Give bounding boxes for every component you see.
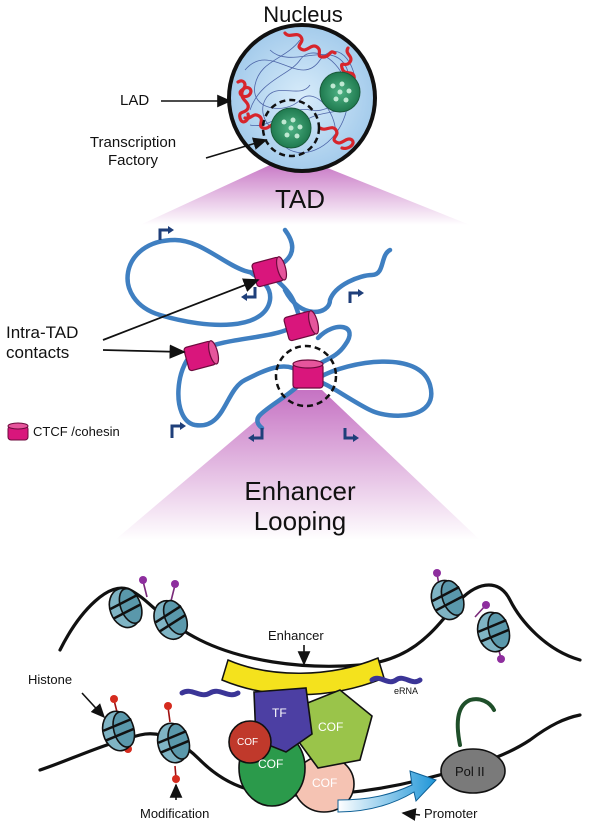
promoter-label-arrow: [401, 808, 421, 821]
looping-title: Enhancer Looping: [220, 476, 380, 536]
intra-tad-arrow-2: [102, 344, 186, 359]
looping-title-line2: Looping: [253, 506, 347, 536]
nucleus: [227, 23, 377, 173]
ctcf-cohesin-icon: [7, 422, 29, 441]
intra-tad-label-line2: contacts: [6, 343, 70, 362]
factory-arrow: [205, 137, 268, 159]
transcription-factory-upper: [319, 71, 361, 113]
intra-tad-label: Intra-TAD contacts: [6, 323, 78, 363]
erna-right: [369, 675, 423, 685]
cof-label-lime: COF: [318, 720, 344, 734]
magnify-fan-tad: [115, 390, 480, 540]
cof-label-peach: COF: [312, 776, 338, 790]
factory-label-line2: Factory: [107, 152, 158, 169]
erna-left: [179, 688, 241, 698]
histone-arrow: [81, 692, 106, 719]
promoter-arrow: [337, 770, 437, 813]
histone-label: Histone: [28, 672, 73, 687]
cofactor-complex: [228, 687, 373, 813]
nucleosomes: [101, 579, 511, 764]
factory-label: Transcription Factory: [68, 134, 198, 170]
enhancer-label: Enhancer: [268, 628, 324, 643]
erna-label: eRNA: [394, 686, 419, 696]
looping-title-line1: Enhancer: [244, 476, 356, 506]
cof-label-red: COF: [237, 737, 259, 748]
nucleus-title: Nucleus: [263, 2, 343, 27]
cof-label-green: COF: [258, 757, 284, 771]
tad-arrows: [158, 226, 364, 442]
tad-title: TAD: [274, 184, 326, 214]
pol2-body: [440, 748, 506, 794]
pol2-rna-tail: [455, 697, 496, 747]
loop-anchor-highlight: [274, 344, 338, 408]
intra-tad-label-line1: Intra-TAD: [6, 323, 79, 342]
ctcf-legend-label: CTCF /cohesin: [33, 424, 120, 439]
lad-label: LAD: [120, 92, 150, 109]
modification-label: Modification: [140, 806, 210, 821]
pol2-label: Pol II: [455, 764, 485, 779]
promoter-label: Promoter: [424, 806, 478, 821]
tf-label: TF: [272, 706, 287, 720]
cof-red: [228, 720, 272, 764]
transcription-factory-circled: [261, 98, 321, 158]
magnify-fan-nucleus: [140, 165, 470, 225]
intra-tad-arrow-1: [102, 278, 260, 341]
factory-label-line1: Transcription: [89, 134, 177, 151]
ctcf-cohesin-sites: [183, 256, 324, 389]
